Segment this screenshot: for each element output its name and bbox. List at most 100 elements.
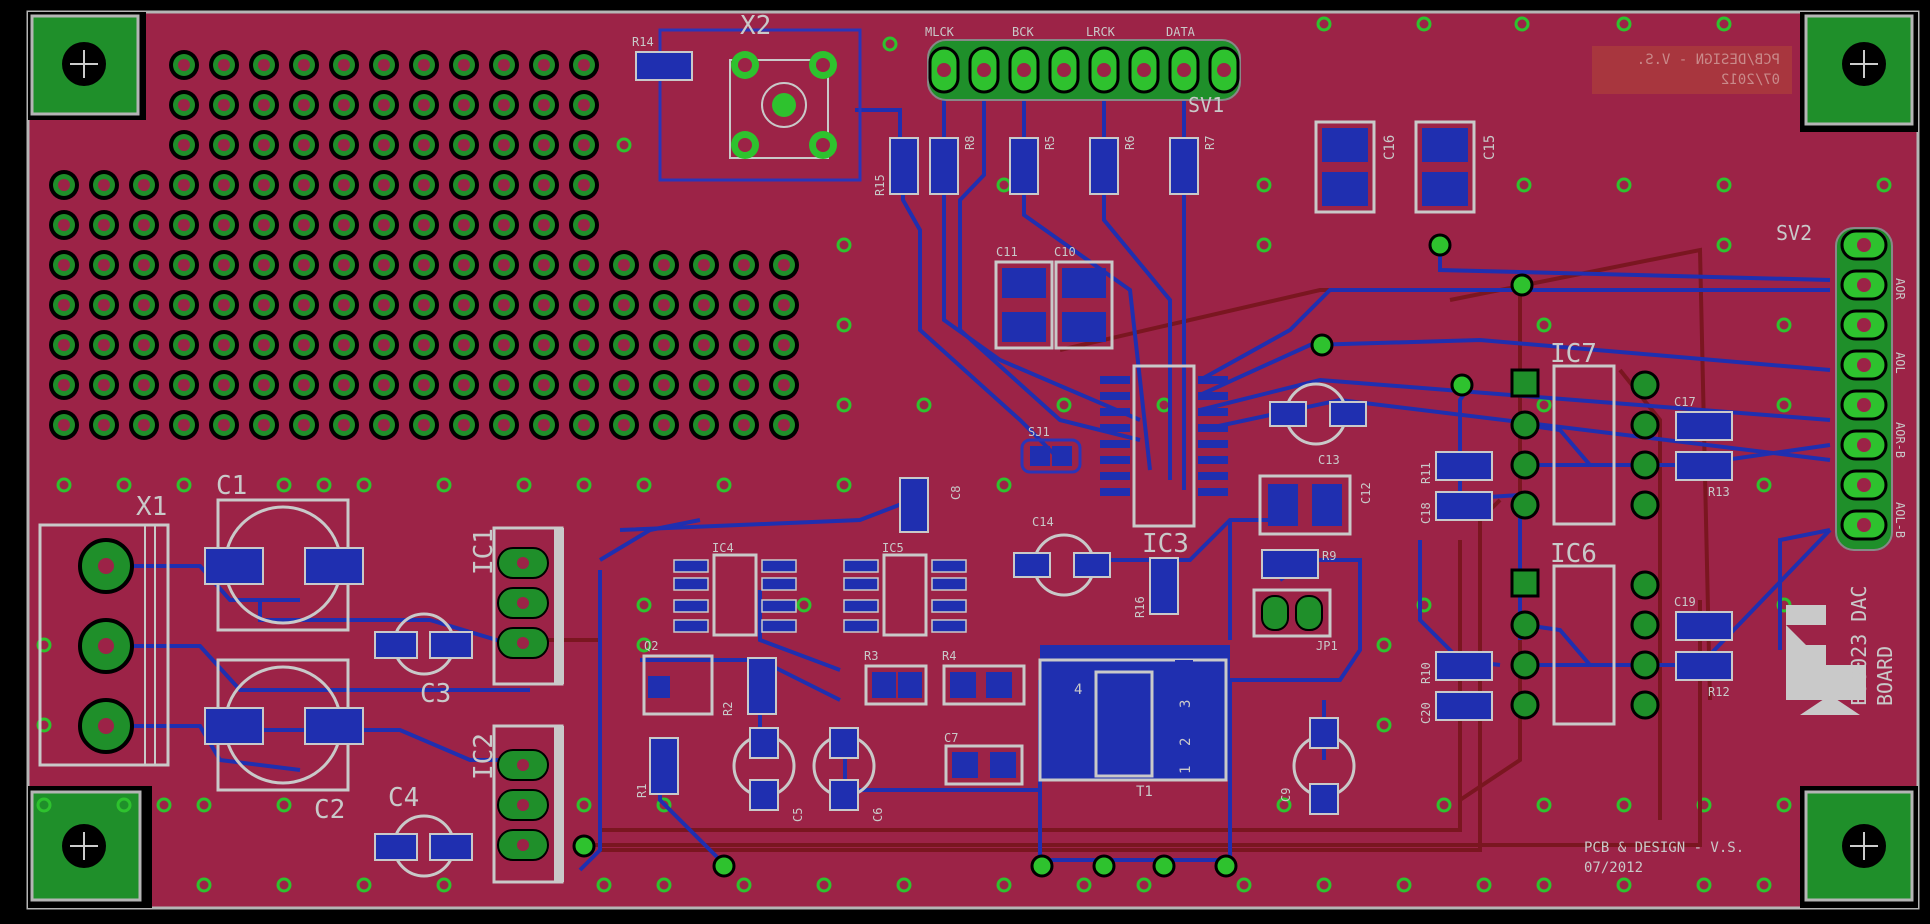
c4-capacitor: C4 bbox=[374, 783, 473, 878]
sv1-pin-hole bbox=[1137, 63, 1151, 77]
c2-label: C2 bbox=[314, 795, 345, 825]
c16-label: C16 bbox=[1382, 135, 1398, 160]
proto-pad-hole bbox=[138, 379, 150, 391]
stitch-via bbox=[1376, 637, 1392, 653]
stitch-via bbox=[1616, 877, 1632, 893]
mounting-holes bbox=[28, 12, 1918, 908]
proto-pad-hole bbox=[298, 419, 310, 431]
stitch-via bbox=[1316, 877, 1332, 893]
proto-pad-hole bbox=[498, 59, 510, 71]
proto-pad-hole bbox=[498, 179, 510, 191]
stitch-via bbox=[1056, 397, 1072, 413]
r9-label: R9 bbox=[1322, 549, 1336, 563]
r13-label: R13 bbox=[1708, 485, 1730, 499]
c19-label: C19 bbox=[1674, 595, 1696, 609]
c19-capacitor: C19 bbox=[1674, 595, 1733, 641]
stitch-via bbox=[636, 637, 652, 653]
proto-pad-hole bbox=[178, 179, 190, 191]
proto-pad-hole bbox=[538, 99, 550, 111]
stitch-via bbox=[316, 477, 332, 493]
c7-capacitor: C7 bbox=[944, 731, 1024, 786]
proto-pad-hole bbox=[658, 419, 670, 431]
mirrored-title-line1: PCB/DESIGN - V.S. bbox=[1637, 52, 1780, 68]
proto-pad-hole bbox=[658, 259, 670, 271]
r15-resistor: R15 bbox=[873, 137, 919, 196]
proto-pad-hole bbox=[418, 379, 430, 391]
proto-pad-hole bbox=[458, 259, 470, 271]
proto-pad-hole bbox=[458, 139, 470, 151]
mount-hole-bottom-right bbox=[1800, 786, 1918, 908]
proto-pad-hole bbox=[298, 299, 310, 311]
proto-pad-hole bbox=[378, 419, 390, 431]
stitch-via bbox=[1756, 877, 1772, 893]
r2-resistor: R2 bbox=[721, 657, 777, 716]
proto-pad-hole bbox=[178, 379, 190, 391]
proto-pad-hole bbox=[578, 299, 590, 311]
proto-pad-hole bbox=[218, 219, 230, 231]
c5-label: C5 bbox=[791, 808, 805, 822]
proto-pad-hole bbox=[578, 59, 590, 71]
stitch-via bbox=[1076, 877, 1092, 893]
stitch-via bbox=[1316, 16, 1332, 32]
sv2-pin-label-aor-b: AOR-B bbox=[1893, 422, 1907, 458]
t1-pin-4: 4 bbox=[1074, 682, 1082, 698]
r14-resistor: R14 bbox=[632, 35, 693, 81]
proto-pad-hole bbox=[498, 99, 510, 111]
signal-vias bbox=[572, 233, 1534, 878]
stitch-via bbox=[1536, 797, 1552, 813]
proto-pad-hole bbox=[418, 99, 430, 111]
sv2-pin-hole bbox=[1857, 438, 1871, 452]
proto-pad-hole bbox=[58, 259, 70, 271]
proto-pad-hole bbox=[738, 259, 750, 271]
mirrored-title-block: PCB/DESIGN - V.S. 07/2012 bbox=[1592, 46, 1792, 94]
proto-pad-hole bbox=[498, 379, 510, 391]
sv1-pin-hole bbox=[977, 63, 991, 77]
x1-terminal-block: X1 bbox=[38, 492, 170, 767]
proto-pad-hole bbox=[698, 419, 710, 431]
c20-capacitor: C20 bbox=[1419, 691, 1493, 724]
proto-pad-hole bbox=[418, 139, 430, 151]
stitch-via bbox=[836, 397, 852, 413]
sv1-pin-hole bbox=[1017, 63, 1031, 77]
proto-pad-hole bbox=[218, 139, 230, 151]
proto-pad-hole bbox=[178, 339, 190, 351]
proto-pad-hole bbox=[538, 419, 550, 431]
proto-pad-hole bbox=[218, 259, 230, 271]
board-name-line1: ES9023 DAC bbox=[1847, 586, 1871, 706]
stitch-via bbox=[1696, 877, 1712, 893]
t1-pin-2: 2 bbox=[1178, 738, 1194, 746]
c9-label: C9 bbox=[1279, 788, 1293, 802]
stitch-via bbox=[1716, 177, 1732, 193]
via-field bbox=[36, 16, 1892, 893]
proto-pad-hole bbox=[738, 299, 750, 311]
proto-pad-hole bbox=[538, 259, 550, 271]
proto-pad-hole bbox=[458, 219, 470, 231]
proto-pad-hole bbox=[298, 339, 310, 351]
sv1-pin-hole bbox=[1217, 63, 1231, 77]
proto-pad-hole bbox=[338, 179, 350, 191]
proto-pad-hole bbox=[298, 99, 310, 111]
c5-capacitor: C5 bbox=[732, 727, 805, 822]
ic7-label: IC7 bbox=[1550, 339, 1597, 369]
proto-pad-hole bbox=[298, 179, 310, 191]
stitch-via bbox=[1236, 877, 1252, 893]
proto-pad-hole bbox=[338, 299, 350, 311]
stitch-via bbox=[436, 477, 452, 493]
stitch-via bbox=[596, 877, 612, 893]
stitch-via bbox=[1256, 237, 1272, 253]
proto-pad-hole bbox=[338, 59, 350, 71]
proto-pad-hole bbox=[378, 339, 390, 351]
proto-pad-hole bbox=[98, 419, 110, 431]
c14-capacitor: C14 bbox=[1013, 515, 1111, 597]
proto-pad-hole bbox=[618, 339, 630, 351]
board-name-line2: BOARD bbox=[1873, 646, 1897, 706]
proto-pad-hole bbox=[298, 219, 310, 231]
c3-label: C3 bbox=[420, 679, 451, 709]
mirrored-title-line2: 07/2012 bbox=[1721, 72, 1780, 88]
proto-pad-hole bbox=[458, 99, 470, 111]
q2-label: Q2 bbox=[644, 639, 658, 653]
t1-regulator: 4 3 2 1 T1 bbox=[1038, 645, 1230, 800]
proto-pad-hole bbox=[578, 219, 590, 231]
proto-pad-hole bbox=[418, 59, 430, 71]
